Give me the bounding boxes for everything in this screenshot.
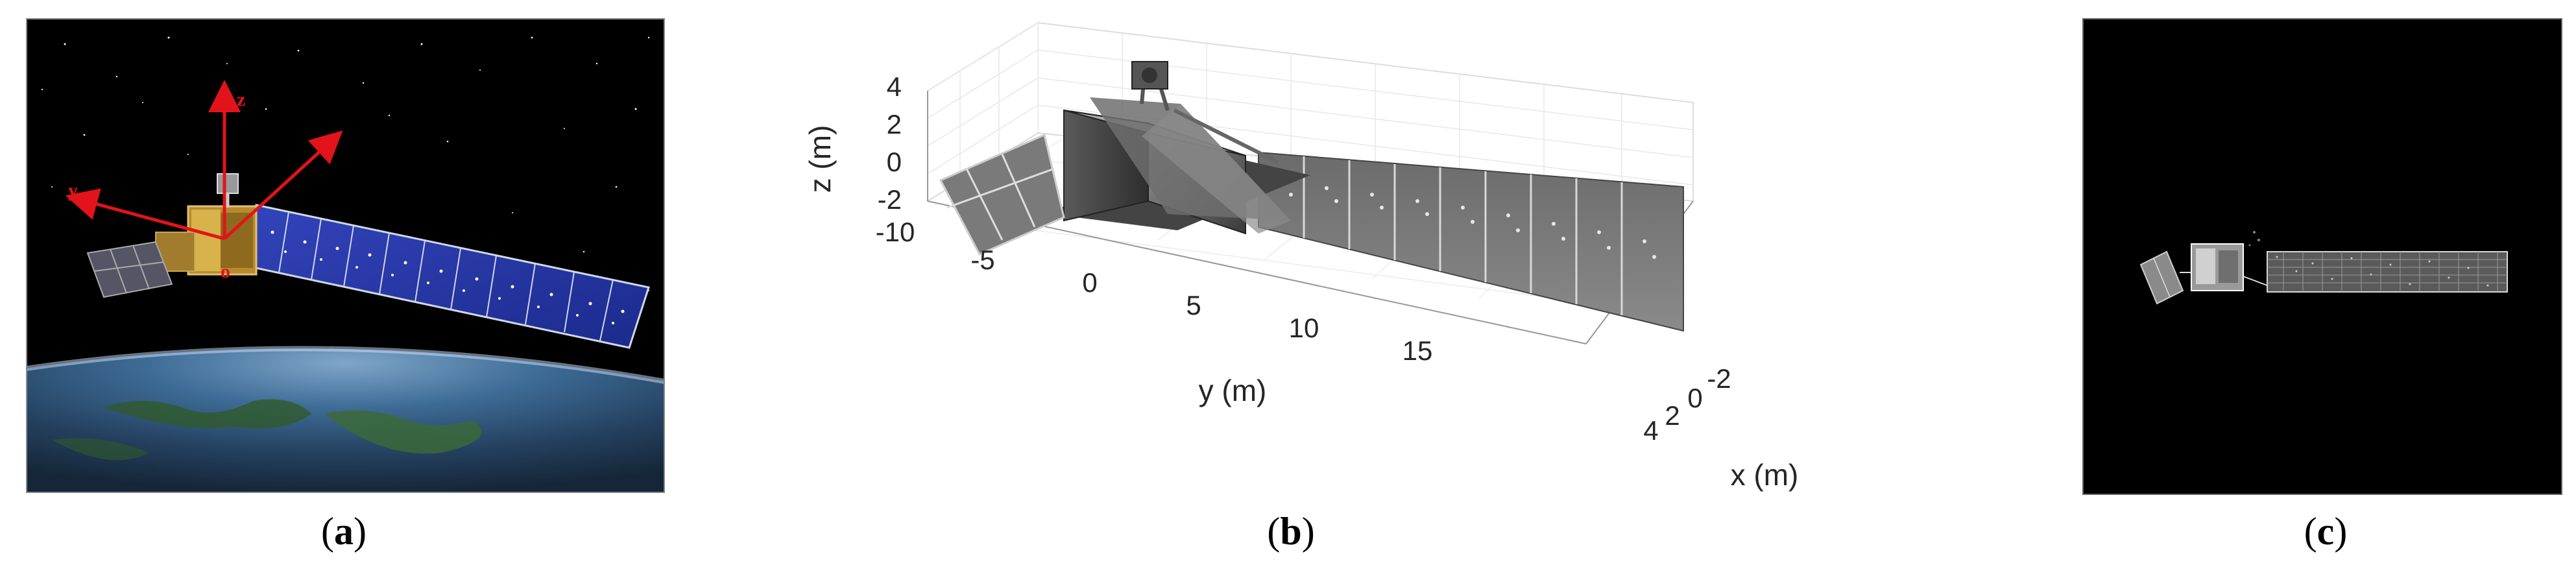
x-tick-4: 4 <box>1643 415 1658 446</box>
frame-axis-y-label: y <box>68 180 78 201</box>
z-tick-0: 0 <box>887 147 902 177</box>
caption-b: (b) <box>1267 510 1315 553</box>
y-axis: -10 -5 0 5 10 15 y (m) <box>876 217 1433 407</box>
panel-b: 4 2 0 -2 z (m) -10 -5 0 5 10 15 y (m) -2… <box>778 6 1829 500</box>
frame-axis-z-label: z <box>237 89 245 110</box>
frame-origin-label: o <box>221 261 230 282</box>
frame-axis-x-label: x <box>321 131 331 152</box>
caption-c-letter: c <box>2317 510 2335 553</box>
x-axis-label: x (m) <box>1731 458 1799 492</box>
caption-a: (a) <box>321 510 367 553</box>
solar-array-model <box>1258 151 1684 332</box>
satellite-body-model <box>939 61 1310 256</box>
z-tick-4: 4 <box>887 71 902 102</box>
y-tick-15: 15 <box>1402 335 1433 366</box>
panel-c <box>2082 18 2562 495</box>
satellite-body <box>86 173 258 298</box>
y-tick-neg10: -10 <box>876 217 915 247</box>
body-frame-axes: z x y o <box>65 80 343 282</box>
y-axis-label: y (m) <box>1199 374 1267 407</box>
panel-a: z x y o <box>25 18 666 493</box>
x-tick-0: 0 <box>1687 383 1702 413</box>
caption-a-letter: a <box>334 510 354 553</box>
y-tick-5: 5 <box>1186 290 1201 320</box>
x-tick-neg2: -2 <box>1707 363 1731 394</box>
z-tick-2: 2 <box>887 109 902 139</box>
panel-a-image: z x y o <box>25 18 666 493</box>
y-tick-0: 0 <box>1082 267 1097 298</box>
z-axis: 4 2 0 -2 z (m) <box>803 71 902 215</box>
z-tick-neg2: -2 <box>878 184 902 215</box>
caption-c: (c) <box>2304 510 2348 553</box>
caption-b-letter: b <box>1280 510 1302 553</box>
panel-b-plot: 4 2 0 -2 z (m) -10 -5 0 5 10 15 y (m) -2… <box>803 21 1798 492</box>
y-tick-10: 10 <box>1289 313 1319 343</box>
panel-c-image <box>2082 18 2562 495</box>
satellite-silhouette <box>2139 231 2508 305</box>
stars <box>41 36 650 292</box>
x-axis: -2 0 2 4 x (m) <box>1643 363 1798 492</box>
x-tick-2: 2 <box>1665 400 1679 431</box>
z-axis-label: z (m) <box>803 125 837 193</box>
y-tick-neg5: -5 <box>970 245 994 275</box>
